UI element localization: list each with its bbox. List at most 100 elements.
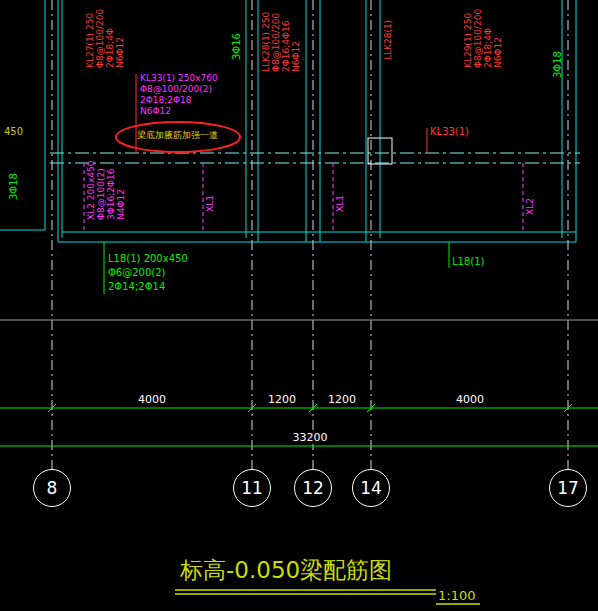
dimension-lines-stroke <box>248 404 256 412</box>
dimension-lines-stroke <box>564 404 572 412</box>
beam-label: XL1 <box>206 195 216 212</box>
beam-label: KL33(1) <box>430 126 469 137</box>
dimension-text: 1200 <box>326 394 358 406</box>
title-underline-stroke <box>175 593 436 595</box>
dimension-text: 4000 <box>454 394 486 406</box>
dimension-text: 450 <box>4 126 23 137</box>
structure-lines-stroke <box>45 0 46 230</box>
structure-lines-stroke <box>62 232 576 233</box>
title-underline-stroke <box>175 589 436 591</box>
structure-lines-stroke <box>58 242 576 243</box>
beam-label: XL2 200x450 <box>87 161 97 220</box>
beam-label: L18(1) <box>452 256 484 267</box>
structure-lines-stroke <box>0 230 45 231</box>
axis-number: 12 <box>302 478 324 498</box>
rebar-note: N4Φ12 <box>117 189 127 220</box>
title-underline-stroke <box>436 603 480 605</box>
grid-axis-lines-stroke <box>52 0 53 469</box>
structure-lines-stroke <box>258 0 259 242</box>
grid-axis-lines-stroke <box>252 0 253 469</box>
axis-bubble: 14 <box>352 469 390 507</box>
rebar-note: 3Φ16;2Φ16 <box>107 168 117 220</box>
axis-number: 8 <box>47 478 58 498</box>
structure-lines-stroke <box>246 0 247 238</box>
beam-label: KL29(1) 250 <box>464 13 474 68</box>
rebar-note: 2Φ16;4Φ16 <box>282 20 292 72</box>
column-square-stroke <box>368 138 392 164</box>
rebar-note: Φ8@100/200 <box>474 9 484 68</box>
beam-label: XL2 <box>526 198 536 215</box>
axis-bubble: 11 <box>233 469 271 507</box>
drawing-title: 标高-0.050梁配筋图 <box>180 558 392 583</box>
highlight-note: 梁底加腋筋加强一道 <box>137 131 218 141</box>
rebar-note: Φ8@100/200(2) <box>140 85 212 95</box>
structure-lines-stroke <box>380 0 381 238</box>
structure-lines-stroke <box>58 0 59 242</box>
rebar-note: Φ8@100/200 <box>272 13 282 72</box>
column-square <box>368 138 392 164</box>
structure-lines-stroke <box>366 0 367 242</box>
axis-bubble: 17 <box>549 469 587 507</box>
rebar-note: 2Φ14;2Φ14 <box>108 281 165 292</box>
rebar-note: 3Φ18 <box>552 51 563 78</box>
beam-label: KL27(1) 250 <box>86 13 96 68</box>
highlight-ellipse-stroke <box>116 122 240 152</box>
rebar-note: 2Φ18;4Φ <box>484 28 494 68</box>
rebar-note: 3Φ18 <box>8 173 19 200</box>
rebar-note: Φ8@100(2) <box>97 168 107 220</box>
floor-line-stroke <box>0 320 598 321</box>
title-underline <box>175 590 480 604</box>
dimension-lines-stroke <box>309 404 317 412</box>
dimension-text: 4000 <box>136 394 168 406</box>
axis-number: 17 <box>557 478 579 498</box>
leader-lines-stroke <box>523 163 524 232</box>
highlight-ellipse <box>116 122 240 152</box>
grid-axis-lines-stroke <box>313 0 314 469</box>
scale-text: 1:100 <box>438 589 475 603</box>
structure-lines-stroke <box>576 0 577 242</box>
rebar-note: N6Φ12 <box>292 41 302 72</box>
structure-lines <box>0 0 576 242</box>
beam-label: KL33(1) 250x760 <box>140 74 218 84</box>
rebar-note: N6Φ12 <box>116 37 126 68</box>
grid-axis-lines-stroke <box>371 0 372 469</box>
leader-lines-stroke <box>203 163 204 232</box>
rebar-note: 3Φ16 <box>231 33 242 60</box>
structure-lines-stroke <box>62 0 63 238</box>
dimension-lines-stroke <box>367 404 375 412</box>
axis-number: 14 <box>360 478 382 498</box>
leader-lines-stroke <box>84 163 85 232</box>
axis-number: 11 <box>241 478 263 498</box>
axis-bubble: 12 <box>294 469 332 507</box>
leader-lines-stroke <box>449 242 450 268</box>
grid-axis-lines <box>52 0 568 469</box>
floor-line <box>0 320 598 321</box>
dimension-text: 1200 <box>266 394 298 406</box>
rebar-note: Φ6@200(2) <box>108 267 166 278</box>
leader-lines-stroke <box>427 128 428 153</box>
dimension-lines-stroke <box>0 408 598 409</box>
axis-bubble: 8 <box>33 469 71 507</box>
grid-axis-lines-stroke <box>568 0 569 469</box>
leader-lines <box>84 74 523 294</box>
beam-centerline-stroke <box>50 153 580 154</box>
beam-label: XL1 <box>336 195 346 212</box>
rebar-note: 2Φ18;4Φ <box>106 28 116 68</box>
rebar-note: N6Φ12 <box>494 37 504 68</box>
structure-lines-stroke <box>562 0 563 238</box>
beam-centerline-stroke <box>50 163 580 164</box>
leader-lines-stroke <box>104 242 105 294</box>
dimension-lines <box>0 404 598 446</box>
rebar-note: 2Φ18;2Φ18 <box>140 96 192 106</box>
beam-label: LLK28(1) 250 <box>262 12 272 72</box>
dimension-text: 33200 <box>291 432 330 444</box>
beam-centerline <box>50 153 580 163</box>
leader-lines-stroke <box>136 74 137 153</box>
beam-label: LLK28(1) <box>384 20 394 60</box>
rebar-note: Φ8@100/200 <box>96 9 106 68</box>
rebar-note: N6Φ12 <box>140 107 171 117</box>
beam-label: L18(1) 200x450 <box>108 253 188 264</box>
dimension-lines-stroke <box>0 446 598 447</box>
